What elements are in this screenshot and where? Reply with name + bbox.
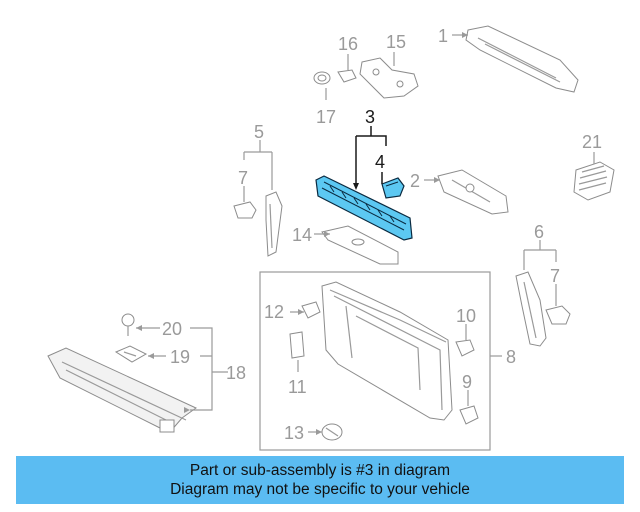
leader-6 [523,240,557,270]
callout-7-left: 7 [238,168,248,188]
caption-line-1: Part or sub-assembly is #3 in diagram [189,462,451,479]
callout-20: 20 [162,319,182,339]
part-8-door-panel [321,281,453,421]
group-8-box [259,271,491,451]
arrow-13 [316,429,322,435]
callout-7-right: 7 [550,266,560,286]
part-6-pillar-trim [515,271,547,347]
part-19-handle [114,345,148,363]
part-11-plate [289,331,305,359]
callout-1: 1 [438,26,448,46]
callout-4: 4 [375,152,385,172]
part-21-vent [573,161,615,201]
callout-6: 6 [534,222,544,242]
part-5-pillar-trim [265,191,283,257]
part-20-screw [121,313,135,336]
arrow-12 [298,309,304,315]
leader-18-bracket [190,327,228,411]
callout-8: 8 [506,347,516,367]
callout-16: 16 [338,34,358,54]
part-16-clip [337,69,357,83]
part-17-grommet [313,71,331,85]
callout-11: 11 [288,377,307,397]
callout-19: 19 [170,347,190,367]
callout-14: 14 [292,225,312,245]
part-7-clip-left [233,201,257,219]
callout-5: 5 [254,122,264,142]
part-14-trim [321,225,399,265]
leader-3 [355,126,387,186]
part-2-panel [437,169,509,215]
callout-12: 12 [264,302,284,322]
part-9-clip [459,405,479,425]
callout-3: 3 [365,107,375,127]
caption-banner: Part or sub-assembly is #3 in diagram Di… [16,456,624,504]
part-4-clip [381,177,405,199]
arrow-20 [136,325,142,331]
arrow-2 [434,177,440,183]
arrow-19 [148,353,154,359]
arrow-3 [353,183,359,190]
callout-9: 9 [462,372,472,392]
arrow-1 [462,32,468,38]
arrow-14 [324,231,330,237]
part-18-cargo-cover [47,347,197,433]
callout-17: 17 [316,107,336,127]
part-7-clip-right [545,305,571,325]
part-13-grommet [321,423,343,441]
parts-diagram: 1 15 16 17 21 2 [47,25,615,451]
callout-18: 18 [226,363,246,383]
arrow-18 [184,407,190,413]
caption-line-2: Diagram may not be specific to your vehi… [170,481,470,498]
callout-21: 21 [582,132,602,152]
leader-5 [243,140,273,190]
part-12-clip [301,301,321,319]
part-10-clip [455,339,475,357]
callout-15: 15 [386,32,406,52]
part-1-trim-strip [465,25,579,93]
callout-10: 10 [456,306,476,326]
callout-13: 13 [284,423,304,443]
callout-2: 2 [410,171,420,191]
part-3-highlighted-trim [315,175,413,241]
part-15-bracket [359,57,419,99]
